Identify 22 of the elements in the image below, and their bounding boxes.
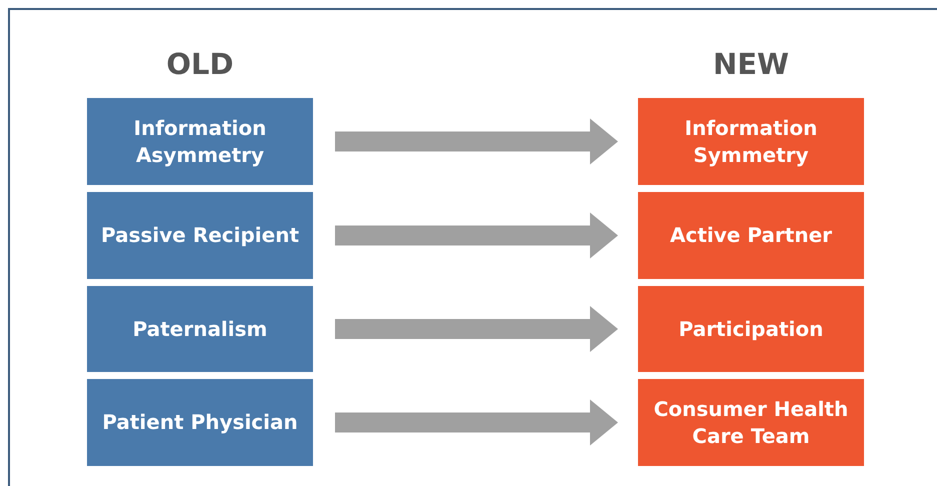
old-box (87, 379, 313, 466)
arrow (335, 306, 618, 352)
box-text: Patient Physician (102, 409, 298, 436)
new-box (638, 98, 864, 185)
column-heading: OLD (165, 46, 235, 82)
arrow (335, 118, 618, 164)
box-text: Information Asymmetry (132, 114, 268, 168)
column-heading: NEW (712, 46, 790, 82)
old-box (87, 192, 313, 279)
box-text: Consumer Health Care Team (652, 396, 850, 450)
box-text: Active Partner (670, 222, 832, 249)
new-box (638, 192, 864, 279)
old-box (87, 286, 313, 372)
arrow (335, 212, 618, 258)
new-box (638, 379, 864, 466)
box-text: Paternalism (132, 316, 268, 342)
old-box (87, 98, 313, 185)
arrow (335, 400, 618, 446)
box-text: Information Symmetry (684, 114, 818, 168)
box-text: Participation (678, 316, 824, 342)
box-text: Passive Recipient (100, 222, 300, 249)
new-box (638, 286, 864, 372)
